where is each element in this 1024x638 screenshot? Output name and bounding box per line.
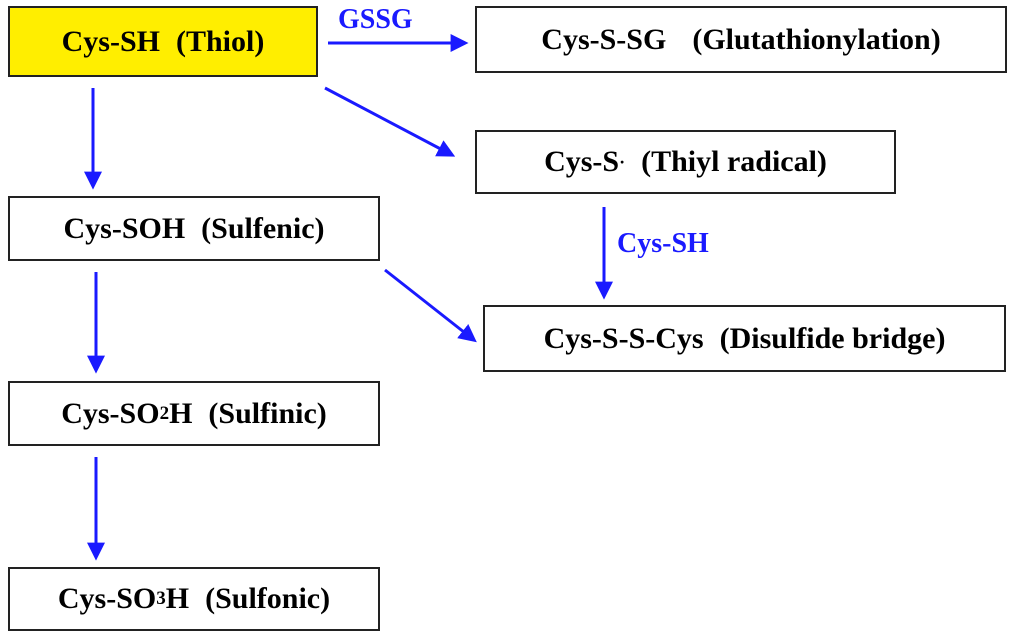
node-sulfenic-name: (Sulfenic)	[201, 211, 325, 245]
node-glutathionylation-name: (Glutathionylation)	[692, 22, 941, 56]
node-sulfonic-formula-pre: Cys-SO	[57, 582, 157, 615]
arrow-sulfenic-to-disulfide	[384, 268, 477, 343]
node-thiol-formula: Cys-SH	[61, 24, 160, 58]
node-disulfide-name: (Disulfide bridge)	[719, 321, 946, 355]
node-glutathionylation-formula: Cys-S-SG	[541, 22, 667, 56]
arrow-thiol-to-thiyl	[324, 86, 456, 157]
node-sulfonic-formula-post: H	[165, 582, 190, 615]
node-sulfinic-formula-post: H	[169, 396, 193, 430]
edge-label-cys-sh: Cys-SH	[617, 228, 709, 259]
node-thiol-name: (Thiol)	[176, 24, 265, 58]
node-sulfenic-formula: Cys-SOH	[63, 211, 186, 245]
node-sulfinic-name: (Sulfinic)	[208, 396, 327, 430]
edge-label-gssg: GSSG	[338, 4, 413, 35]
node-thiol: Cys-SH (Thiol)	[8, 6, 318, 77]
node-disulfide-bridge: Cys-S-S-Cys (Disulfide bridge)	[483, 305, 1006, 372]
node-sulfenic: Cys-SOH (Sulfenic)	[8, 196, 380, 261]
node-thiyl-radical: Cys-S·(Thiyl radical)	[475, 130, 896, 194]
node-disulfide-formula: Cys-S-S-Cys	[543, 321, 704, 355]
node-sulfinic-formula-pre: Cys-SO	[61, 396, 160, 430]
node-thiyl-formula: Cys-S	[544, 145, 620, 178]
node-thiyl-name: (Thiyl radical)	[641, 145, 827, 178]
node-glutathionylation: Cys-S-SG (Glutathionylation)	[475, 6, 1007, 73]
node-sulfonic-name: (Sulfonic)	[205, 582, 331, 615]
